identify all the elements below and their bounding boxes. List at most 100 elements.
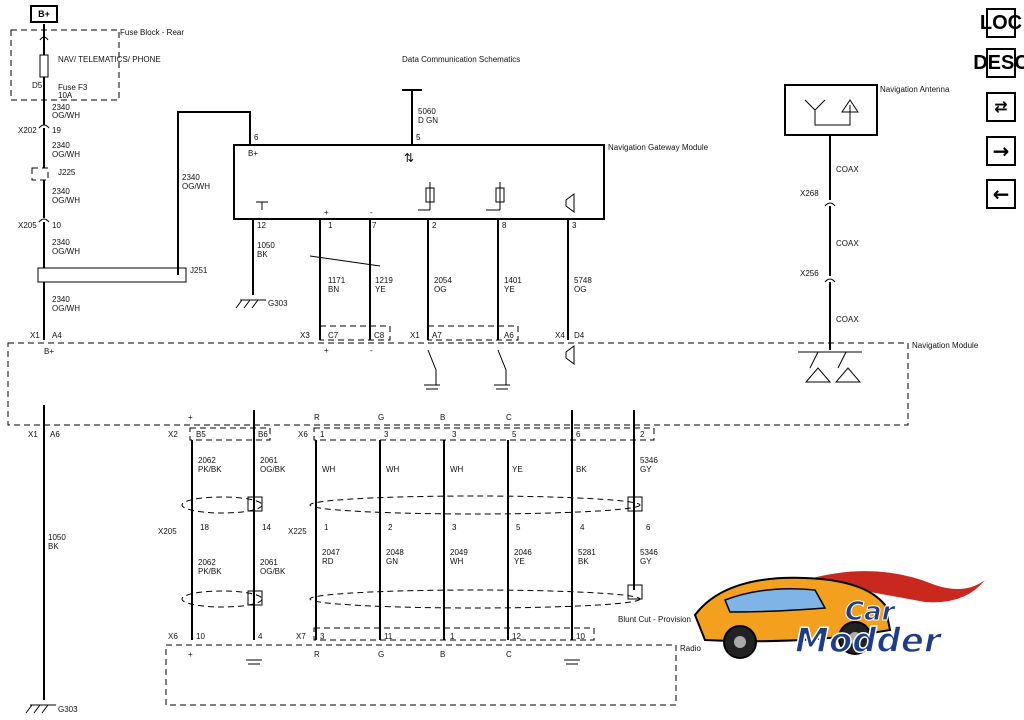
pin-10: 10 [196, 632, 205, 641]
pin-18: 18 [200, 523, 209, 532]
pin-14: 14 [262, 523, 271, 532]
radio-module [165, 644, 677, 706]
splice-j251 [37, 267, 187, 283]
x7-pin-1: 1 [450, 632, 455, 641]
plus-1: + [324, 208, 329, 217]
ground-g303-a [235, 299, 266, 309]
wire-5346-a: 5346 [640, 456, 658, 465]
gateway-title: Navigation Gateway Module [608, 143, 709, 152]
x205-a-pin: 10 [52, 221, 61, 230]
coax-1: COAX [836, 165, 859, 174]
wh-1: WH [322, 465, 336, 474]
plus-3: + [188, 413, 193, 422]
wire-1050-a: 1050 [257, 241, 275, 250]
fuse-d5: D5 [32, 81, 43, 90]
x7-label: X7 [296, 632, 306, 641]
swap-arrows-icon: ⇄ [994, 97, 1008, 116]
x6-a-label: X6 [168, 632, 178, 641]
wh-2: WH [386, 465, 400, 474]
previous-page-button[interactable]: ← [986, 179, 1016, 209]
b-label-1: B [440, 413, 445, 422]
wire-2340-d-color: OG/WH [52, 247, 80, 256]
a6-b-pin: A6 [50, 430, 60, 439]
wh-3: WH [450, 465, 464, 474]
wire-2048-color: GN [386, 557, 398, 566]
minus-1: - [370, 208, 373, 217]
x6-label: X6 [298, 430, 308, 439]
wire-2340-f: 2340 [182, 173, 200, 182]
minus-2: - [370, 346, 373, 355]
pin-12: 12 [257, 221, 266, 230]
wire-2054-color: OG [434, 285, 446, 294]
x6-pin-5: 5 [512, 430, 517, 439]
coax-2: COAX [836, 239, 859, 248]
x256-label: X256 [800, 269, 819, 278]
ground-g303-b [25, 704, 56, 714]
connector-view-button[interactable]: ⇄ [986, 92, 1016, 122]
x202-pin: 19 [52, 126, 61, 135]
wire-2047: 2047 [322, 548, 340, 557]
g-label-2: G [378, 650, 384, 659]
wire-2049: 2049 [450, 548, 468, 557]
pin-2: 2 [432, 221, 437, 230]
x225-pin-4: 4 [580, 523, 585, 532]
wire-2340-c-color: OG/WH [52, 196, 80, 205]
x7-pin-11: 11 [384, 632, 393, 641]
wire-5060-color: D GN [418, 116, 438, 125]
x6-pin-2: 2 [640, 430, 645, 439]
x6-pin-1: 1 [320, 430, 325, 439]
c7-pin: C7 [328, 331, 339, 340]
x225-pin-3: 3 [452, 523, 457, 532]
nav-module-label: Navigation Module [912, 341, 979, 350]
wire-2340-a-color: OG/WH [52, 111, 80, 120]
c8-pin: C8 [374, 331, 385, 340]
g-label-1: G [378, 413, 384, 422]
location-button[interactable]: LOC [980, 8, 1022, 38]
x7-pin-10: 10 [576, 632, 585, 641]
fuse-desc: NAV/ TELEMATICS/ PHONE [58, 55, 161, 64]
b5-pin: B5 [196, 430, 206, 439]
pin-8: 8 [502, 221, 507, 230]
plus-4: + [188, 650, 193, 659]
x1-c-label: X1 [28, 430, 38, 439]
fuse-symbol [39, 54, 49, 78]
x205-a-label: X205 [18, 221, 37, 230]
next-page-button[interactable]: → [986, 136, 1016, 166]
fuse-amp: 10A [58, 91, 73, 100]
wire-1171: 1171 [328, 276, 346, 285]
a7-pin: A7 [432, 331, 442, 340]
wire-2340-b: 2340 [52, 141, 70, 150]
c-label-1: C [506, 413, 512, 422]
x1-a-label: X1 [30, 331, 40, 340]
wire-2062-b-color: PK/BK [198, 567, 222, 576]
x4-label: X4 [555, 331, 565, 340]
b6-pin: B6 [258, 430, 268, 439]
pin-4: 4 [258, 632, 263, 641]
wire-1401: 1401 [504, 276, 522, 285]
r-label-1: R [314, 413, 320, 422]
x7-pin-12: 12 [512, 632, 521, 641]
x6-pin-6: 6 [576, 430, 581, 439]
wire-2340-b-color: OG/WH [52, 150, 80, 159]
switch-symbol-1 [418, 182, 431, 211]
connector-x3 [319, 325, 391, 341]
wire-2340-d: 2340 [52, 238, 70, 247]
speaker-icon [565, 193, 575, 213]
plus-2: + [324, 346, 329, 355]
wire-2340-a: 2340 [52, 103, 70, 112]
x205-b-label: X205 [158, 527, 177, 536]
wire-2061-a: 2061 [260, 456, 278, 465]
pin-3: 3 [572, 221, 577, 230]
data-comm-label: Data Communication Schematics [402, 55, 520, 64]
navigation-antenna [784, 84, 878, 136]
wire-2046: 2046 [514, 548, 532, 557]
carmodder-logo: Car Modder [693, 571, 985, 662]
description-button[interactable]: DESC [973, 48, 1024, 78]
connector-x1-b [427, 325, 519, 341]
g303-b-label: G303 [58, 705, 78, 714]
wire-2062-a-color: PK/BK [198, 465, 222, 474]
nav-antenna-label: Navigation Antenna [880, 85, 950, 94]
pin-1: 1 [328, 221, 333, 230]
ye-1: YE [512, 465, 523, 474]
wire-1219: 1219 [375, 276, 393, 285]
